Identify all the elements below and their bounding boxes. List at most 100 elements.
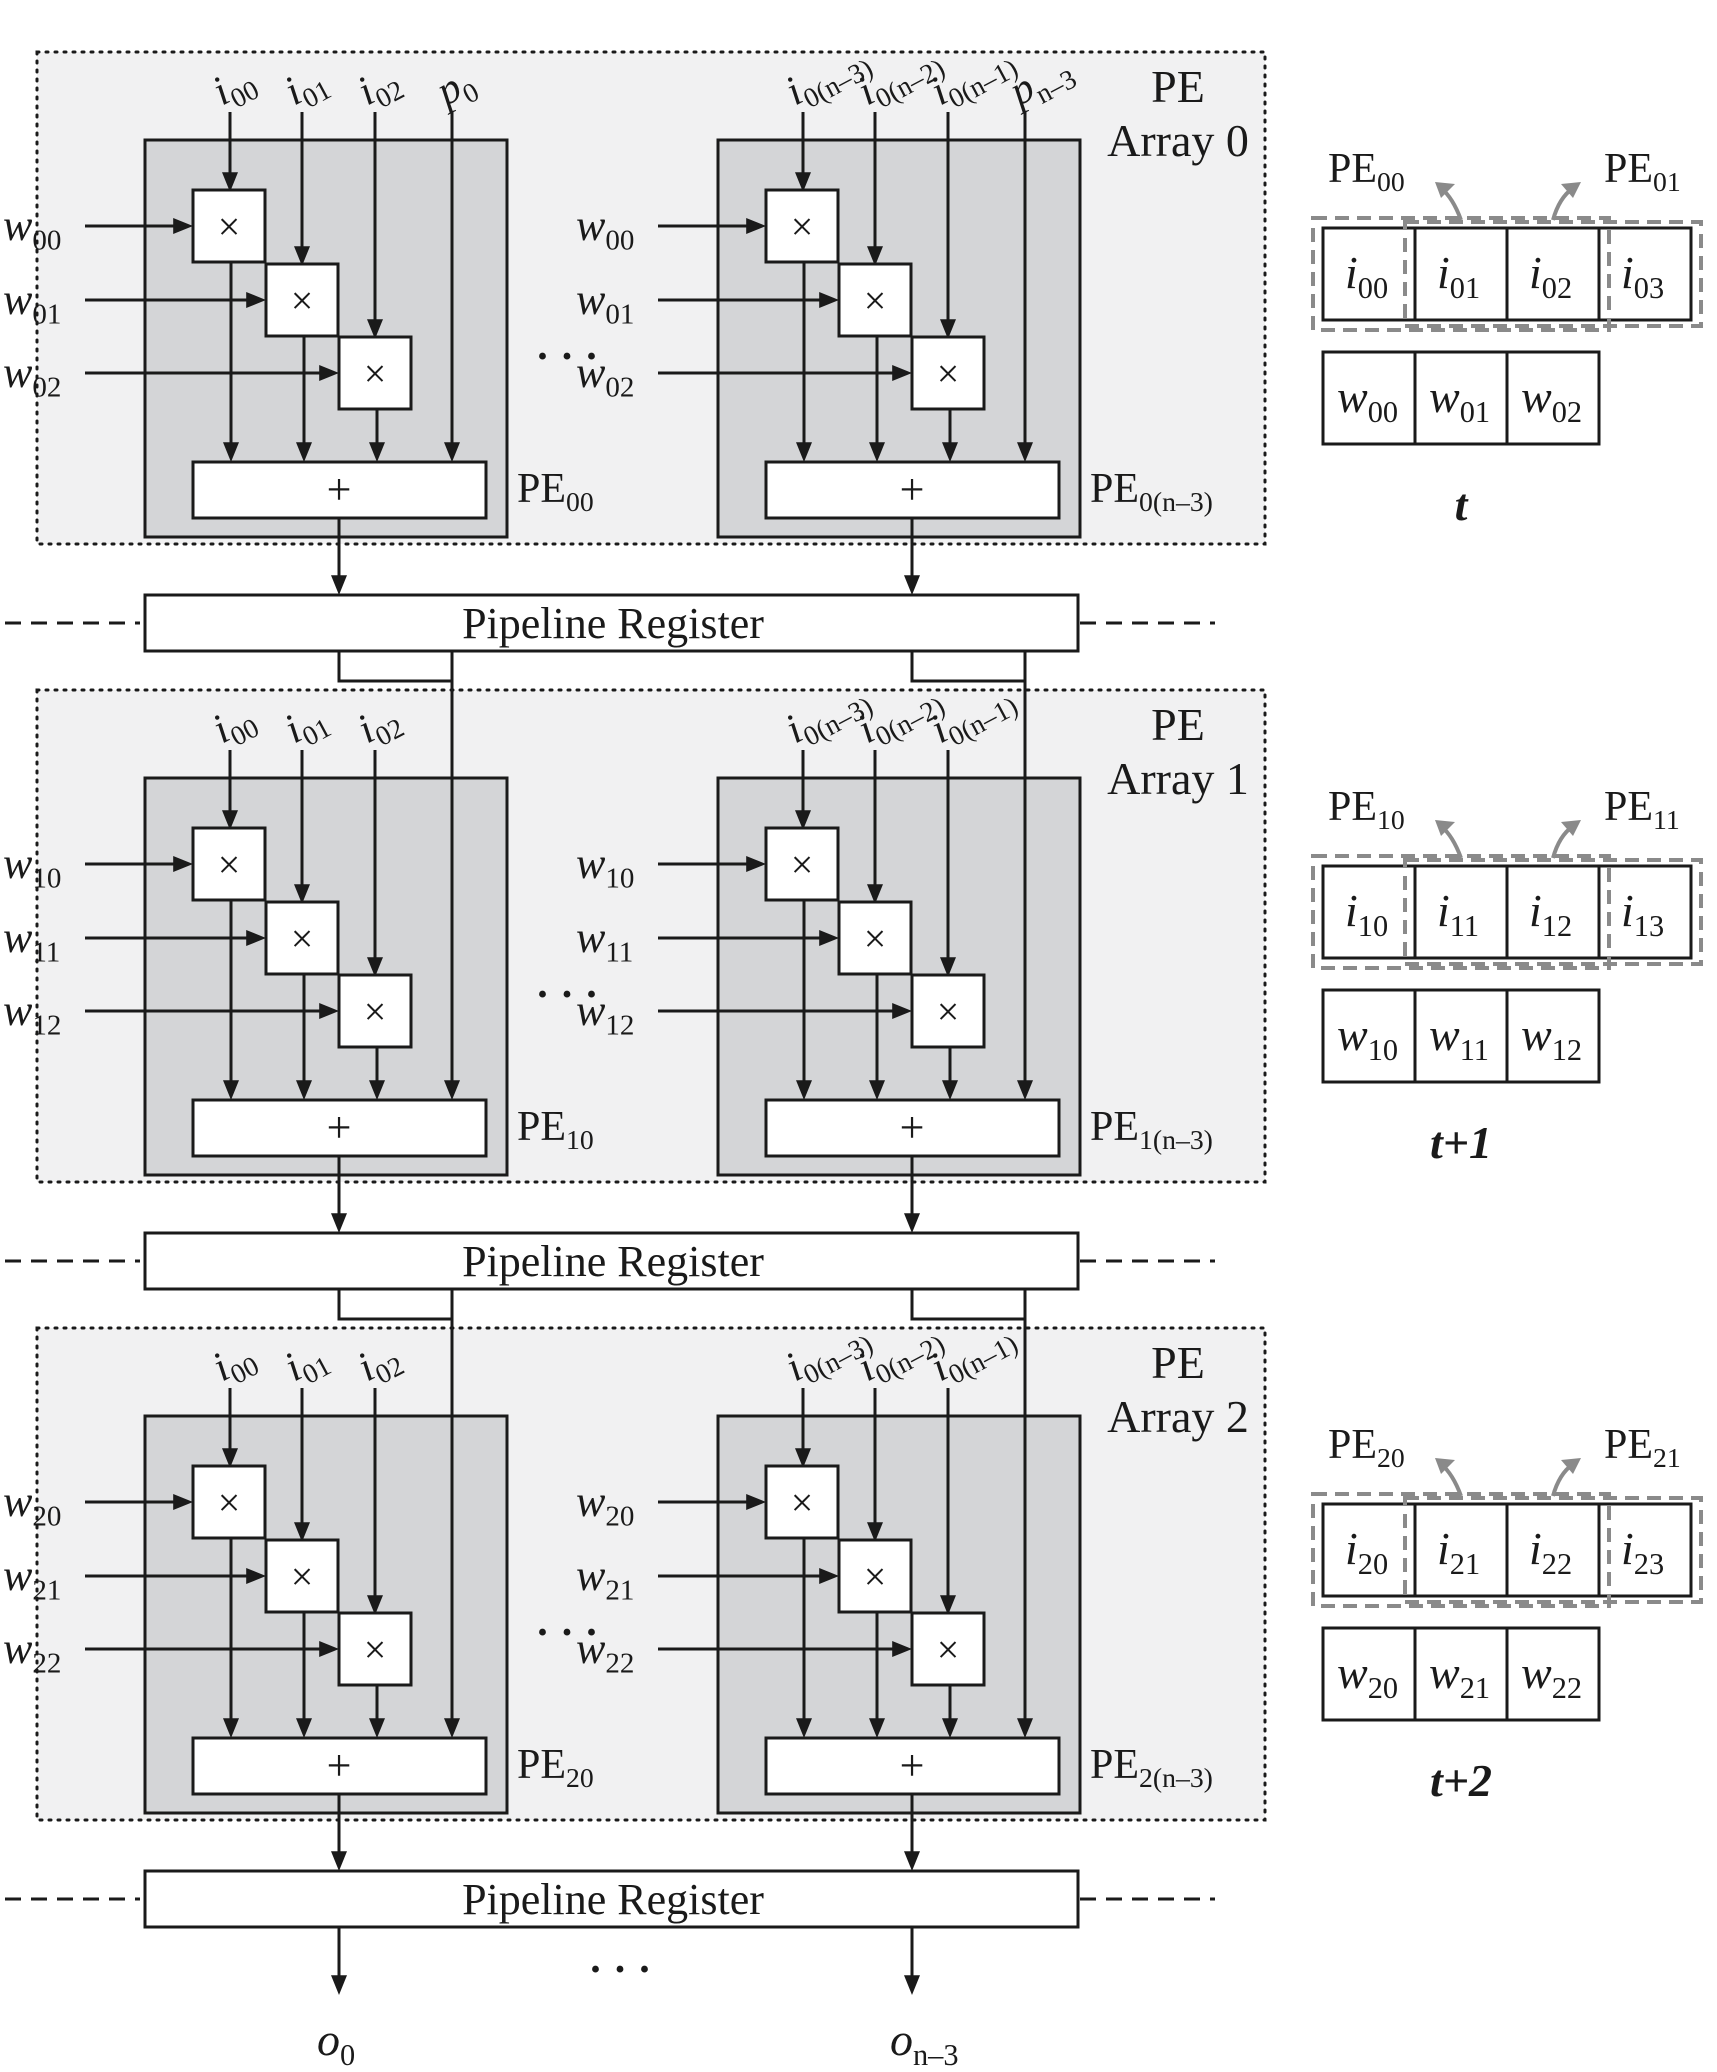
pe-1-left-weight-label-0: w10 [3,839,61,895]
pe-0-right-product-arrow-1-head [869,442,885,462]
timestep-0-input-label-2-sub: 02 [1542,271,1572,305]
pe-0-left-weight-label-2: w02 [3,348,61,404]
pe-0-right-multiply-symbol-1: × [864,278,887,323]
pe-1-right-add-symbol: + [900,1103,925,1152]
pe-1-right-product-arrow-1-head [869,1080,885,1100]
pe-1-right-multiplier-0 [764,826,840,902]
timestep-2-time-label: t+2 [1430,1755,1492,1806]
timestep-2-window-a [1311,1492,1611,1608]
pe-2-left-multiply-symbol-0: × [218,1480,241,1525]
pe-0-right-product-arrow-2-head [942,442,958,462]
pe-1-left-multiplier-1 [264,900,340,976]
timestep-2-pe-b-label-sub: 21 [1653,1442,1681,1473]
timestep-2-pe-a-label-base: PE [1328,1422,1377,1468]
timestep-2-input-label-0-sub: 20 [1358,1547,1388,1581]
timestep-1-pe-b-label-sub: 11 [1653,804,1680,835]
pe-2-left-input-arrow-1-head [294,1522,310,1542]
final-output-arrow-0-head [331,1975,347,1995]
timestep-1-pe-a-arrow-head [1435,820,1455,836]
pe-2-left-adder [191,1736,488,1796]
pe-0-right-weight-label-1-sub: 01 [605,299,634,331]
timestep-0-weight-cell-1 [1413,350,1509,446]
timestep-1-weight-label-0-sub: 10 [1368,1033,1398,1067]
timestep-0-input-label-0-base: i [1345,247,1358,298]
timestep-1-input-label-2: i12 [1529,885,1572,943]
pe-2-left-add-symbol: + [327,1741,352,1790]
pe-1-left-name-base: PE [517,1104,566,1150]
pe-0-right-weight-arrow-2-head [892,365,912,381]
pe-2-right-input-arrow-0-head [795,1448,811,1468]
timestep-2-pe-b-label: PE21 [1604,1422,1681,1473]
pe-0-left-partial-sum-arrow-head [444,442,460,462]
timestep-1-input-label-0-sub: 10 [1358,909,1388,943]
timestep-0-input-cell-3 [1597,226,1693,322]
pe-1-left-name: PE10 [517,1104,594,1155]
pe-array-1-title-line2: Array 1 [1107,753,1249,804]
pe-1-left-weight-arrow-1-head [246,930,266,946]
pe-1-left-partial-sum-arrow-head [444,1080,460,1100]
pe-0-right-weight-label-1-base: w [576,275,606,324]
pe-0-left-weight-label-1-base: w [3,275,33,324]
pe-0-left-weight-label-2-base: w [3,348,33,397]
timestep-0-input-cell-1 [1413,226,1509,322]
timestep-1-input-label-3: i13 [1621,885,1664,943]
pe-1-right-weight-label-2: w12 [576,986,634,1042]
pe-2-left-weight-label-2: w22 [3,1624,61,1680]
route-1-left [337,1288,454,1321]
pe-0-left-name-base: PE [517,466,566,512]
pe-0-right-weight-label-1: w01 [576,275,634,331]
timestep-2-input-label-1: i21 [1437,1523,1480,1581]
timestep-1-weight-cell-0 [1321,988,1417,1084]
pe-1-left-weight-label-2: w12 [3,986,61,1042]
pe-1-right-name-sub: 1(n–3) [1139,1124,1213,1155]
pe-2-right-weight-label-2-base: w [576,1624,606,1673]
pe-2-left-name-base: PE [517,1742,566,1788]
pe-2-left-multiply-symbol-1: × [291,1554,314,1599]
pe-2-right-multiply-symbol-1: × [864,1554,887,1599]
pe-2-right-add-symbol: + [900,1741,925,1790]
pe-1-left-add-symbol: + [327,1103,352,1152]
pe-2-right-input-arrow-2-head [940,1595,956,1615]
pe-0-left-name: PE00 [517,466,594,517]
final-output-label-0: o0 [317,2014,355,2067]
pe-0-right-input-arrow-1-head [867,246,883,266]
pe-1-right-weight-label-0: w10 [576,839,634,895]
pe-2-right-weight-arrow-2-head [892,1641,912,1657]
timestep-0-input-label-1-sub: 01 [1450,271,1480,305]
timestep-0-window-a [1311,216,1611,332]
pe-2-left-product-arrow-1-head [296,1718,312,1738]
timestep-1-pe-a-label-base: PE [1328,784,1377,830]
pe-0-left-input-arrow-0-head [222,172,238,192]
timestep-1-input-cell-2 [1505,864,1601,960]
timestep-1-input-label-0-base: i [1345,885,1358,936]
timestep-1-weight-label-1: w11 [1429,1009,1489,1067]
pe-1-right-weight-label-1: w11 [576,913,633,969]
pe-1-left-weight-arrow-0-head [173,856,193,872]
timestep-2-input-label-0-base: i [1345,1523,1358,1574]
pipeline-register-1 [143,1231,1080,1291]
pe-0-right-add-symbol: + [900,465,925,514]
timestep-2-input-label-0: i20 [1345,1523,1388,1581]
timestep-2-weight-cell-2 [1505,1626,1601,1722]
pe-2-right-multiply-symbol-2: × [937,1627,960,1672]
timestep-1-weight-label-2: w12 [1521,1009,1582,1067]
pe-0-left-weight-arrow-0-head [173,218,193,234]
timestep-2-input-label-3-base: i [1621,1523,1634,1574]
timestep-2-input-label-2-sub: 22 [1542,1547,1572,1581]
timestep-1-input-label-3-sub: 13 [1634,909,1664,943]
pe-2-right-name-base: PE [1090,1742,1139,1788]
pe-2-right-partial-sum-arrow-head [1017,1718,1033,1738]
timestep-1-weight-label-0: w10 [1337,1009,1398,1067]
pe-0-right-weight-label-0-sub: 00 [605,225,634,257]
timestep-2-input-cell-0 [1321,1502,1417,1598]
pe-0-left-weight-label-0-base: w [3,201,33,250]
pe-0-left-product-arrow-2-head [369,442,385,462]
pe-1-left-weight-label-2-base: w [3,986,33,1035]
pe-1-right-weight-label-2-base: w [576,986,606,1035]
final-output-ellipsis: · · · [588,1947,651,1993]
pe-1-right-product-arrow-2-head [942,1080,958,1100]
pe-0-left-weight-label-1-sub: 01 [32,299,61,331]
timestep-0-input-label-3-sub: 03 [1634,271,1664,305]
pe-2-right-input-arrow-1-head [867,1522,883,1542]
pe-2-left-input-arrow-2-head [367,1595,383,1615]
